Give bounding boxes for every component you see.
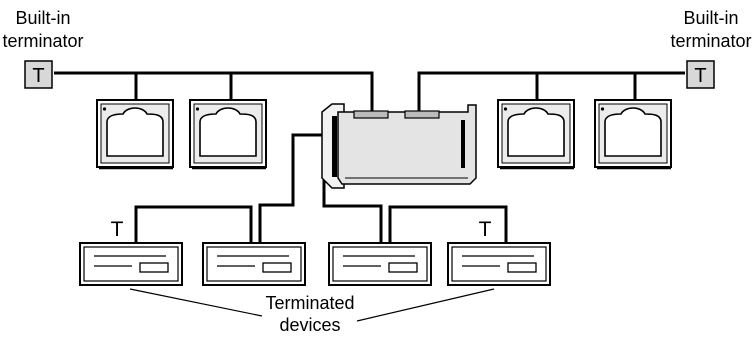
scsi-host-adapter-card	[321, 103, 477, 189]
terminated-devices-label-line2: devices	[279, 315, 340, 335]
terminator-box	[24, 60, 53, 89]
external-port-lower	[332, 147, 337, 177]
left-terminator-label-line2: terminator	[2, 31, 83, 51]
cables	[54, 71, 685, 243]
left-terminator: T	[24, 60, 53, 89]
terminator-t-label: T	[32, 65, 44, 87]
drive-1-terminator-mark: T	[111, 218, 124, 241]
cable-right-bus	[417, 71, 685, 112]
left-terminator-label-line1: Built-in	[15, 8, 70, 28]
card-board	[337, 104, 477, 185]
monitor-3	[497, 99, 575, 170]
external-port-upper	[332, 116, 337, 152]
cable-drive-1-2	[134, 205, 253, 243]
drive-4-terminator-mark: T	[479, 218, 492, 241]
right-terminator: T	[686, 60, 715, 89]
internal-connector-left	[353, 110, 389, 119]
edge-connector	[461, 120, 465, 168]
terminated-devices-label-line1: Terminated	[265, 293, 354, 313]
terminator-box	[686, 60, 715, 89]
terminator-t-label: T	[694, 65, 706, 87]
cable-lower-left	[258, 133, 336, 243]
drive-3	[328, 242, 432, 286]
monitor-2	[189, 99, 267, 170]
drive-4	[447, 242, 551, 286]
drive-1	[79, 242, 183, 286]
terminated-devices-callout-lines	[129, 288, 495, 322]
right-terminator-label-line2: terminator	[670, 31, 751, 51]
internal-connector-right	[404, 110, 440, 119]
drive-2	[202, 242, 306, 286]
cable-left-bus	[54, 71, 374, 112]
right-terminator-label-line1: Built-in	[683, 8, 738, 28]
cable-drive-3-4	[388, 205, 508, 243]
monitor-4	[594, 99, 672, 170]
monitor-1	[96, 99, 174, 170]
